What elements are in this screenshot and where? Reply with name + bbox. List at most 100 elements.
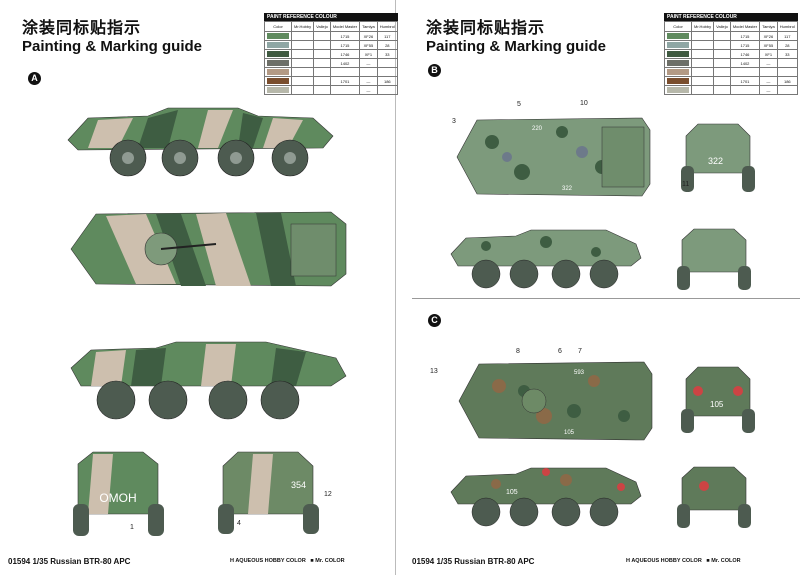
col-header: Mr.Hobby xyxy=(290,21,315,32)
color-swatch-cell xyxy=(664,40,692,50)
right-wheel xyxy=(303,504,319,534)
table-row xyxy=(264,67,398,77)
table-caption: PAINT REFERENCE COLOUR xyxy=(664,13,798,21)
table-cell: — xyxy=(759,58,778,68)
table-cell xyxy=(759,67,778,77)
table-caption: PAINT REFERENCE COLOUR xyxy=(264,13,398,21)
color-swatch xyxy=(667,87,689,93)
camo-sand xyxy=(106,213,251,286)
table-cell xyxy=(376,85,398,95)
table-cell: 1746 xyxy=(729,49,761,59)
b-front-view: 322 xyxy=(681,123,755,192)
color-swatch xyxy=(267,78,289,84)
callout-11: 11 xyxy=(682,181,690,188)
table-cell xyxy=(713,76,731,86)
camo-sand xyxy=(91,344,236,386)
col-header: Color xyxy=(264,21,292,32)
legend-h: H xyxy=(230,558,234,564)
color-swatch xyxy=(667,60,689,66)
table-cell: 186 xyxy=(776,76,798,86)
table-cell xyxy=(313,67,331,77)
table-cell xyxy=(713,85,731,95)
camo-sand xyxy=(88,454,113,514)
col-header: Color xyxy=(664,21,692,32)
color-swatch-cell xyxy=(664,67,692,77)
table-row: 1402— xyxy=(664,58,798,68)
callout-4: 4 xyxy=(237,520,241,527)
table-cell: 1715 xyxy=(329,40,361,50)
color-swatch-cell xyxy=(264,40,292,50)
table-cell xyxy=(690,49,715,59)
right-wheel xyxy=(148,504,164,536)
table-cell xyxy=(376,67,398,77)
table-cell: XF55 xyxy=(359,40,378,50)
table-cell xyxy=(690,76,715,86)
table-cell xyxy=(290,40,315,50)
footer-right: 01594 1/35 Russian BTR-80 APC xyxy=(412,557,535,566)
table-cell: 1701 xyxy=(729,76,761,86)
camo-dark xyxy=(131,348,306,386)
callout-7: 7 xyxy=(578,348,582,355)
col-header: Humbrol xyxy=(376,21,398,32)
page-title-en: Painting & Marking guide xyxy=(22,38,203,55)
table-header-row: Color Mr.Hobby Vallejo Model Master Tami… xyxy=(664,21,798,32)
legend-aqueous: AQUEOUS HOBBY COLOR xyxy=(235,558,306,564)
legend-aqueous: AQUEOUS HOBBY COLOR xyxy=(631,558,702,564)
color-swatch-cell xyxy=(664,49,692,59)
table-cell xyxy=(313,31,331,41)
marking-105: 105 xyxy=(564,430,575,436)
callout-6: 6 xyxy=(558,348,562,355)
table-cell xyxy=(290,49,315,59)
c-top-view: 593 105 xyxy=(458,361,653,441)
hubs xyxy=(122,152,296,164)
color-swatch-cell xyxy=(664,85,692,95)
engine-deck xyxy=(290,223,337,277)
table-cell xyxy=(290,76,315,86)
table-cell: XF55 xyxy=(759,40,778,50)
table-cell: — xyxy=(359,85,378,95)
table-cell xyxy=(313,40,331,50)
side-view-left xyxy=(67,107,334,177)
color-swatch-cell xyxy=(264,58,292,68)
color-swatch-cell xyxy=(264,49,292,59)
table-cell: 1715 xyxy=(729,31,761,41)
camo-dark xyxy=(156,213,296,286)
table-cell xyxy=(313,58,331,68)
table-header-row: Color Mr.Hobby Vallejo Model Master Tami… xyxy=(264,21,398,32)
table-cell xyxy=(359,67,378,77)
table-cell xyxy=(713,49,731,59)
table-cell: 1402 xyxy=(729,58,761,68)
callout-10: 10 xyxy=(580,100,588,107)
table-cell: XF26 xyxy=(759,31,778,41)
table-cell: 1402 xyxy=(329,58,361,68)
paint-reference-table: PAINT REFERENCE COLOUR Color Mr.Hobby Va… xyxy=(264,13,398,95)
table-cell: 117 xyxy=(776,31,798,41)
callout-13: 13 xyxy=(430,368,438,375)
table-cell: XF1 xyxy=(359,49,378,59)
page-divider xyxy=(395,0,396,575)
left-wheel xyxy=(73,504,89,536)
table-cell: 1746 xyxy=(329,49,361,59)
c-rear-view xyxy=(677,466,751,528)
right-page: 涂装同标贴指示 Painting & Marking guide PAINT R… xyxy=(412,6,798,568)
table-cell xyxy=(290,85,315,95)
color-swatch xyxy=(267,60,289,66)
col-header: Tamiya xyxy=(759,21,778,32)
table-cell xyxy=(329,85,361,95)
marking-105-side: 105 xyxy=(506,489,518,496)
table-cell: 186 xyxy=(376,76,398,86)
camo-sand xyxy=(248,454,273,514)
color-swatch-cell xyxy=(664,58,692,68)
col-header: Model Master xyxy=(729,21,761,32)
front-view: ОМОН xyxy=(73,451,164,536)
color-swatch xyxy=(667,42,689,48)
callout-3: 3 xyxy=(452,118,456,125)
b-top-view: 220 322 xyxy=(456,117,651,197)
col-header: Vallejo xyxy=(713,21,731,32)
table-cell: — xyxy=(759,85,778,95)
table-cell: 33 xyxy=(376,49,398,59)
